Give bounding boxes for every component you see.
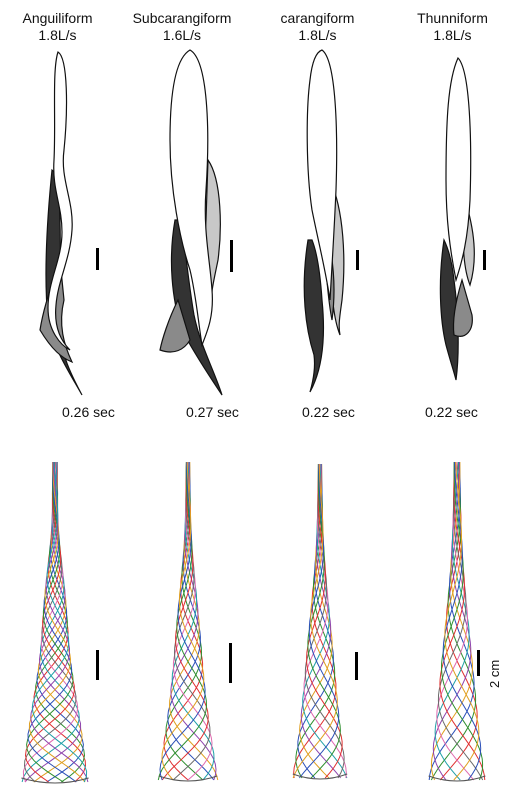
scale-label: 2 cm — [487, 660, 502, 688]
subcarangiform-midline-traces — [158, 462, 218, 781]
trace-envelope — [293, 774, 347, 779]
carangiform-midline-traces — [293, 464, 347, 779]
midline-trace — [32, 462, 86, 782]
midline-trace — [23, 462, 77, 782]
scale-bar-anguiliform-bottom — [96, 650, 99, 680]
scale-bar-subcarangiform-bottom — [229, 643, 232, 683]
anguiliform-midline-traces — [21, 462, 88, 783]
scale-bar-carangiform-bottom — [355, 652, 358, 680]
scale-bar-2cm — [477, 650, 480, 676]
thunniform-midline-traces — [429, 462, 486, 781]
trace-envelope — [159, 776, 217, 781]
midline-trace — [442, 462, 483, 780]
midline-trace — [431, 462, 472, 780]
